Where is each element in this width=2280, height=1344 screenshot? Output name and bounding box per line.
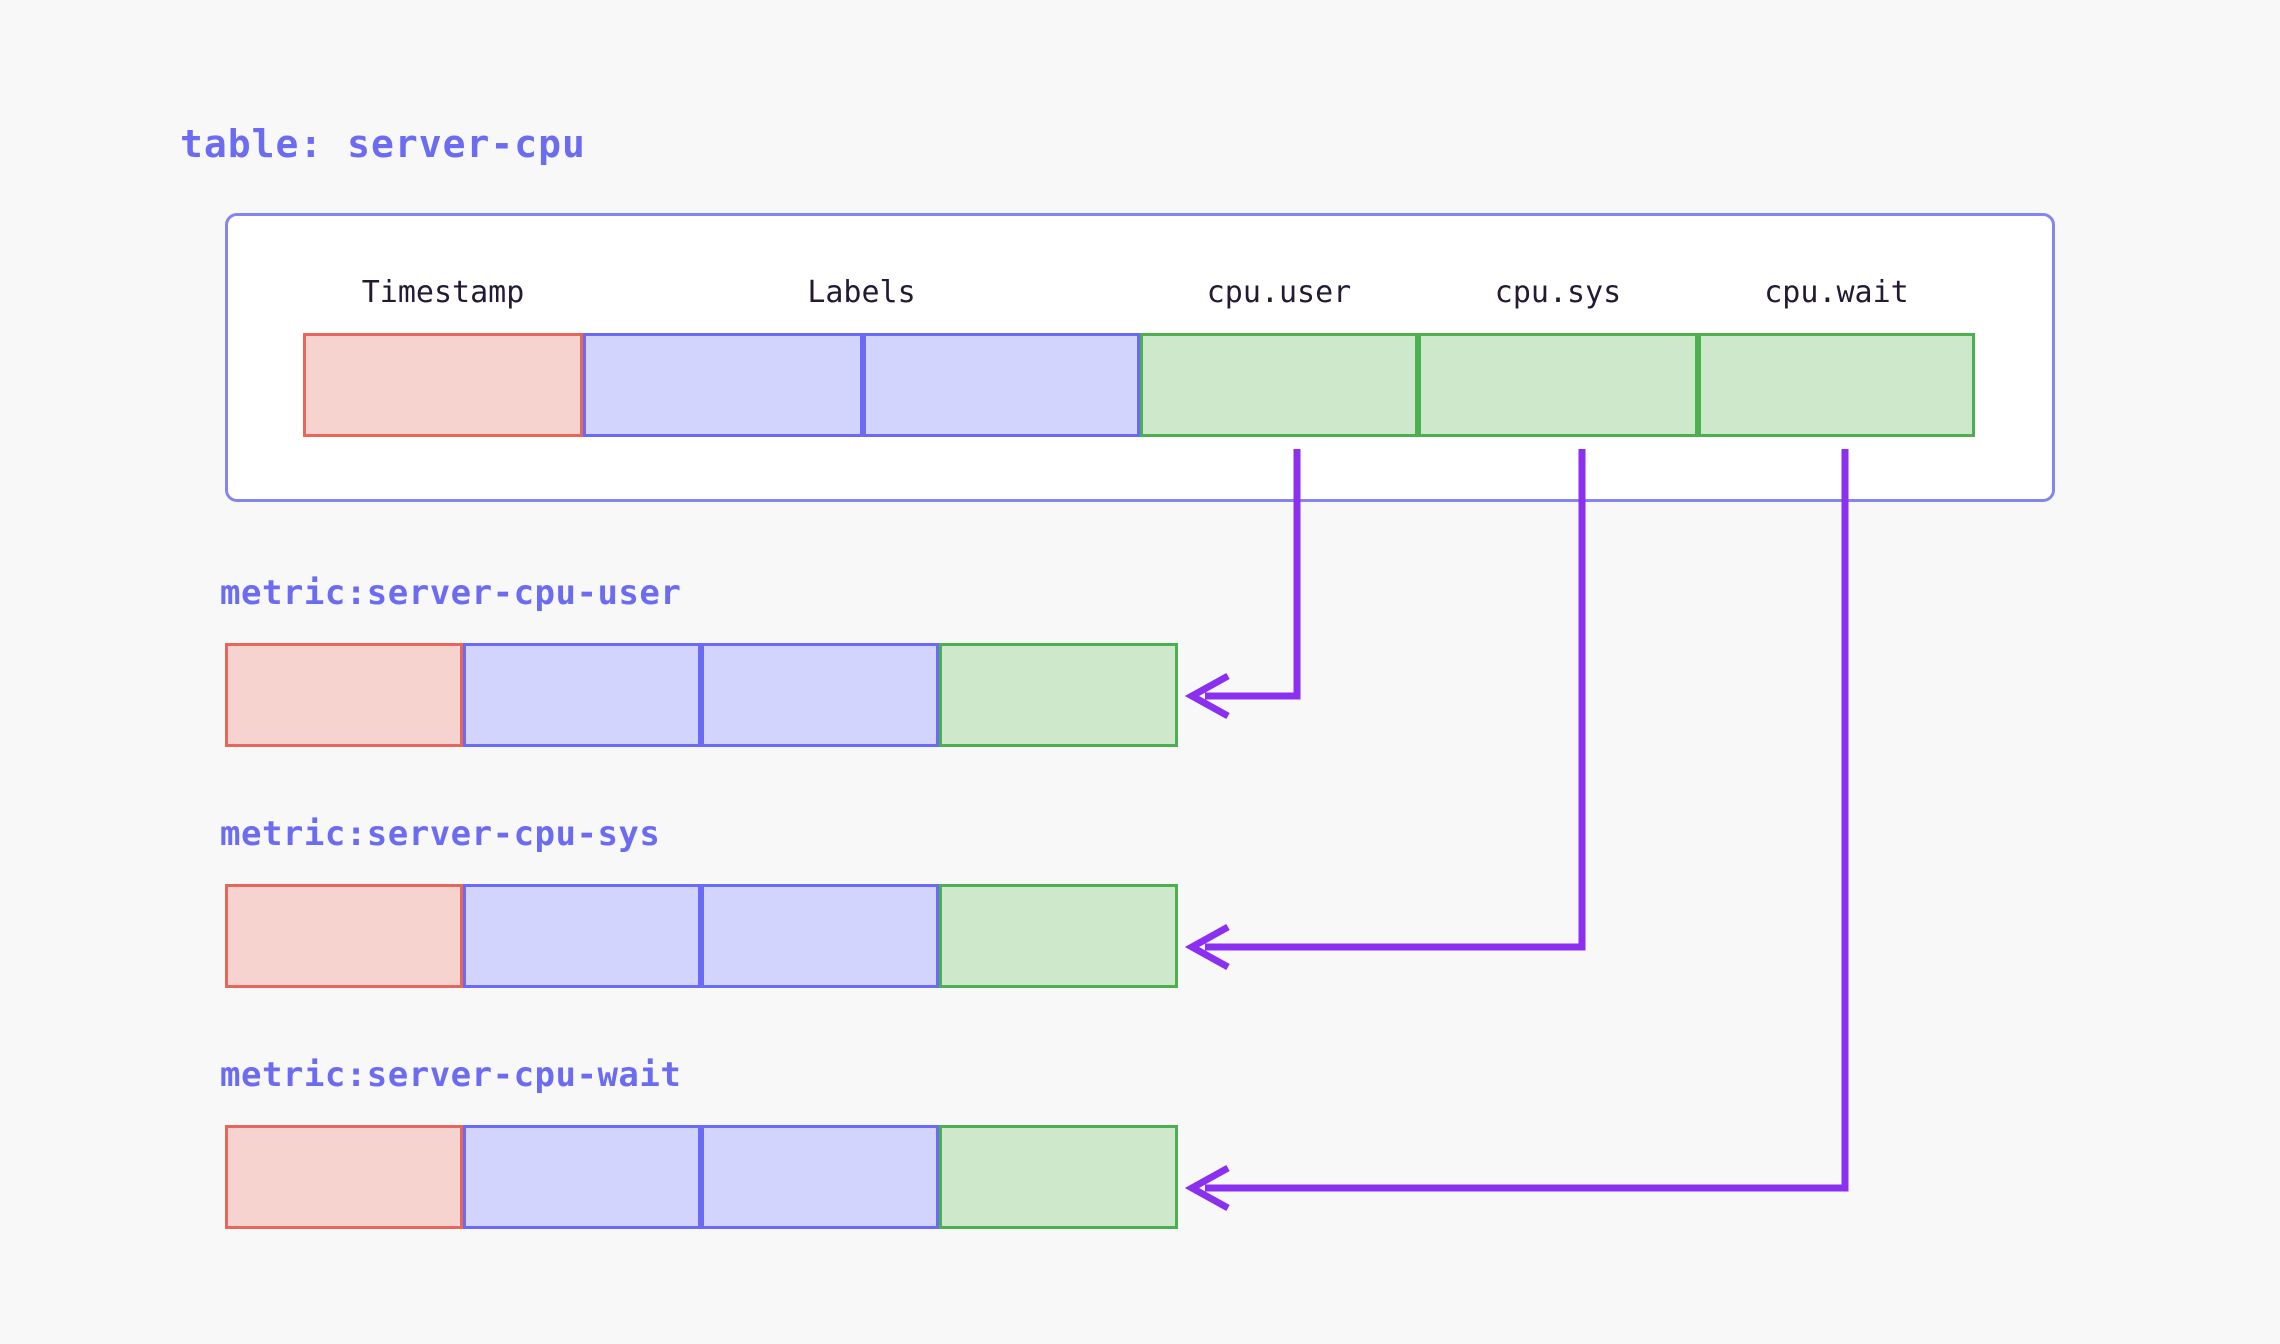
metric-cell-value bbox=[939, 643, 1178, 747]
metric-cell-label-1 bbox=[463, 643, 701, 747]
metric-cell-label-2 bbox=[701, 1125, 939, 1229]
metric-cell-label-2 bbox=[701, 884, 939, 988]
arrow-cpu-wait bbox=[1184, 449, 1849, 1212]
column-header-cpu-user: cpu.user bbox=[1206, 275, 1352, 310]
table-cell-label-2 bbox=[863, 333, 1140, 437]
column-header-cpu-wait: cpu.wait bbox=[1764, 275, 1909, 310]
table-cell-cpu-wait bbox=[1698, 333, 1975, 437]
arrow-cpu-sys bbox=[1184, 449, 1586, 971]
metric-title-server-cpu-user: metric:server-cpu-user bbox=[220, 573, 682, 613]
metric-cell-label-1 bbox=[463, 884, 701, 988]
metric-cell-label-1 bbox=[463, 1125, 701, 1229]
table-cell-timestamp bbox=[303, 333, 583, 437]
column-header-labels: Labels bbox=[807, 275, 916, 310]
metric-cell-label-2 bbox=[701, 643, 939, 747]
metric-cell-timestamp bbox=[225, 643, 463, 747]
table-cell-label-1 bbox=[583, 333, 863, 437]
metric-cell-value bbox=[939, 884, 1178, 988]
metric-title-server-cpu-wait: metric:server-cpu-wait bbox=[220, 1055, 682, 1095]
metric-cell-timestamp bbox=[225, 1125, 463, 1229]
column-header-cpu-sys: cpu.sys bbox=[1494, 275, 1622, 310]
table-cell-cpu-sys bbox=[1418, 333, 1698, 437]
column-header-timestamp: Timestamp bbox=[361, 275, 525, 310]
metric-cell-timestamp bbox=[225, 884, 463, 988]
table-cell-cpu-user bbox=[1140, 333, 1418, 437]
metric-title-server-cpu-sys: metric:server-cpu-sys bbox=[220, 814, 661, 854]
metric-cell-value bbox=[939, 1125, 1178, 1229]
table-title: table: server-cpu bbox=[180, 122, 586, 166]
